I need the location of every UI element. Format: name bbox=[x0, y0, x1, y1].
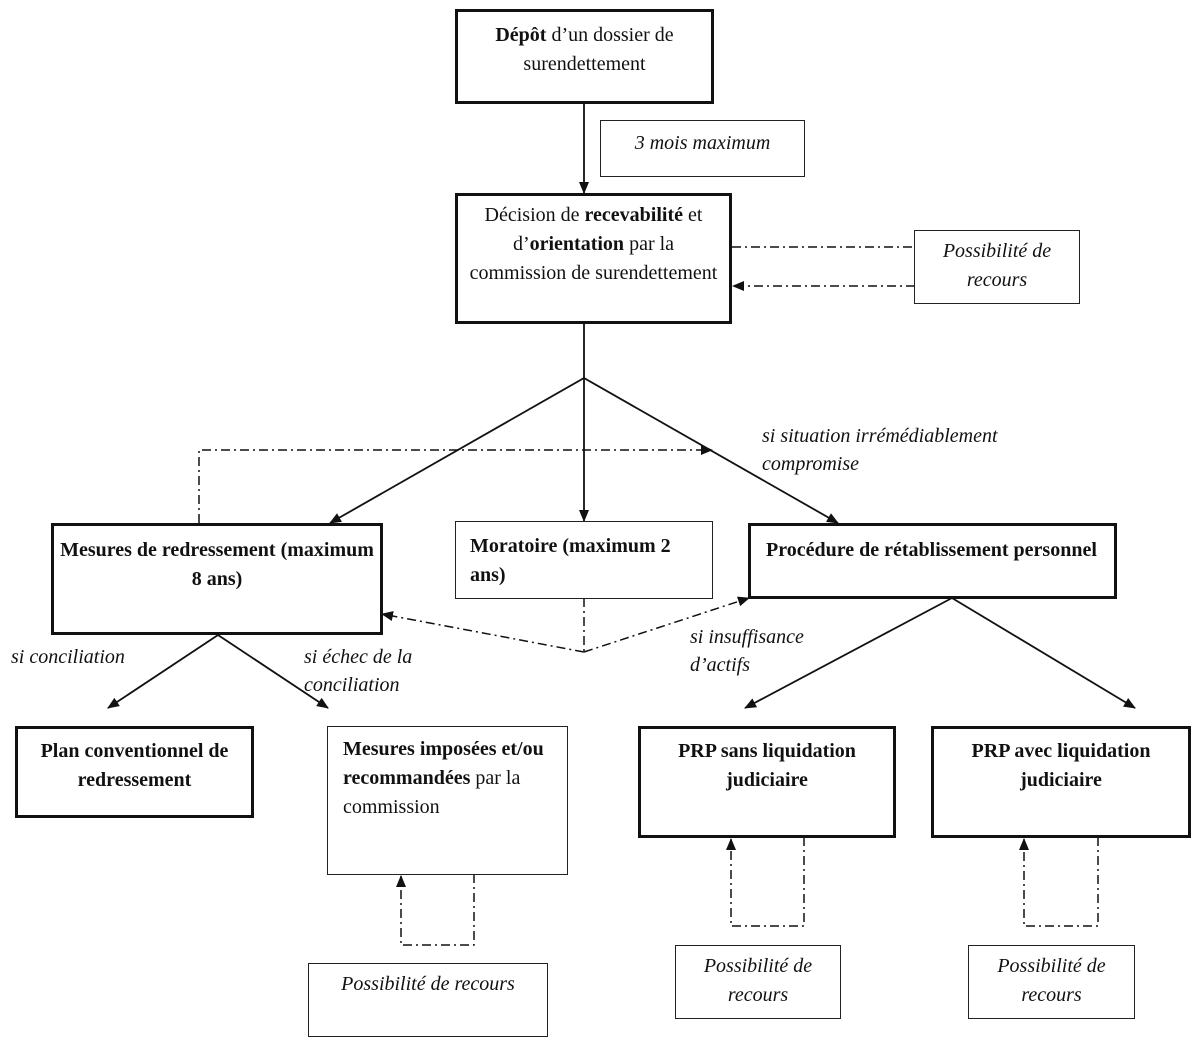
label-echec-line2: conciliation bbox=[304, 674, 400, 696]
arrow-to-prp-avec bbox=[951, 597, 1136, 709]
label-insuffisance-line2: d’actifs bbox=[690, 654, 750, 676]
delay-box: 3 mois maximum bbox=[600, 120, 805, 177]
depot-bold: Dépôt bbox=[495, 24, 547, 46]
label-insuffisance: si insuffisance d’actifs bbox=[690, 623, 804, 679]
decision-text-1: Décision de bbox=[484, 204, 585, 226]
recours-avec-loop bbox=[1019, 837, 1099, 927]
decision-orientation: orientation bbox=[529, 233, 625, 255]
prp-avec-box: PRP avec liquidation judiciaire bbox=[931, 726, 1191, 838]
imposees-box: Mesures imposées et/ou recommandées par … bbox=[327, 726, 568, 875]
decision-text-2: et d’ bbox=[512, 204, 703, 255]
arrow-to-prp-sans bbox=[744, 597, 953, 709]
arrow-to-plan bbox=[107, 634, 219, 709]
imposees-bold: Mesures imposées et/ou recommandées bbox=[343, 738, 544, 789]
plan-text: Plan conventionnel de redressement bbox=[40, 740, 229, 791]
label-irremediable: si situation irrémédiablement compromise bbox=[762, 422, 998, 478]
decision-box: Décision de recevabilité et d’orientatio… bbox=[455, 193, 732, 324]
label-echec: si échec de la conciliation bbox=[304, 643, 412, 699]
label-irremediable-line1: si situation irrémédiablement bbox=[762, 425, 998, 447]
prp-avec-text: PRP avec liquidation judiciaire bbox=[971, 740, 1151, 791]
redressement-to-retablissement-dashed bbox=[198, 445, 713, 523]
retablissement-box: Procédure de rétablissement personnel bbox=[748, 523, 1117, 599]
label-conciliation-text: si conciliation bbox=[11, 646, 125, 668]
delay-text: 3 mois maximum bbox=[634, 132, 771, 154]
label-echec-line1: si échec de la bbox=[304, 646, 413, 668]
label-irremediable-line2: compromise bbox=[762, 453, 860, 475]
decision-text-3: par la commission de surendettement bbox=[469, 233, 718, 284]
decision-recevabilite: recevabilité bbox=[584, 204, 684, 226]
recours-sans-loop bbox=[726, 837, 805, 927]
label-insuffisance-line1: si insuffisance bbox=[690, 626, 804, 648]
recours-avec-text: Possibilité de recours bbox=[997, 955, 1106, 1006]
recours-imposees-loop bbox=[396, 874, 475, 946]
recours-top-text: Possibilité de recours bbox=[942, 240, 1052, 291]
label-conciliation: si conciliation bbox=[11, 643, 125, 671]
depot-box: Dépôt d’un dossier de surendettement bbox=[455, 9, 714, 104]
redressement-text: Mesures de redressement (maximum 8 ans) bbox=[60, 539, 374, 590]
depot-text: d’un dossier de surendettement bbox=[523, 24, 674, 75]
recours-sans-box: Possibilité de recours bbox=[675, 945, 841, 1019]
moratoire-text: Moratoire (maximum 2 ans) bbox=[470, 535, 671, 586]
recours-top-box: Possibilité de recours bbox=[914, 230, 1080, 304]
redressement-box: Mesures de redressement (maximum 8 ans) bbox=[51, 523, 383, 635]
retablissement-text: Procédure de rétablissement personnel bbox=[766, 539, 1097, 561]
prp-sans-box: PRP sans liquidation judiciaire bbox=[638, 726, 896, 838]
moratoire-to-redressement-arrow bbox=[381, 611, 585, 653]
prp-sans-text: PRP sans liquidation judiciaire bbox=[678, 740, 856, 791]
plan-box: Plan conventionnel de redressement bbox=[15, 726, 254, 818]
recours-imposees-text: Possibilité de recours bbox=[341, 973, 515, 995]
recours-sans-text: Possibilité de recours bbox=[703, 955, 813, 1006]
imposees-text: par la commission bbox=[343, 767, 521, 818]
moratoire-box: Moratoire (maximum 2 ans) bbox=[455, 521, 713, 599]
arrow-to-imposees bbox=[217, 634, 329, 709]
recours-avec-box: Possibilité de recours bbox=[968, 945, 1135, 1019]
recours-imposees-box: Possibilité de recours bbox=[308, 963, 548, 1037]
